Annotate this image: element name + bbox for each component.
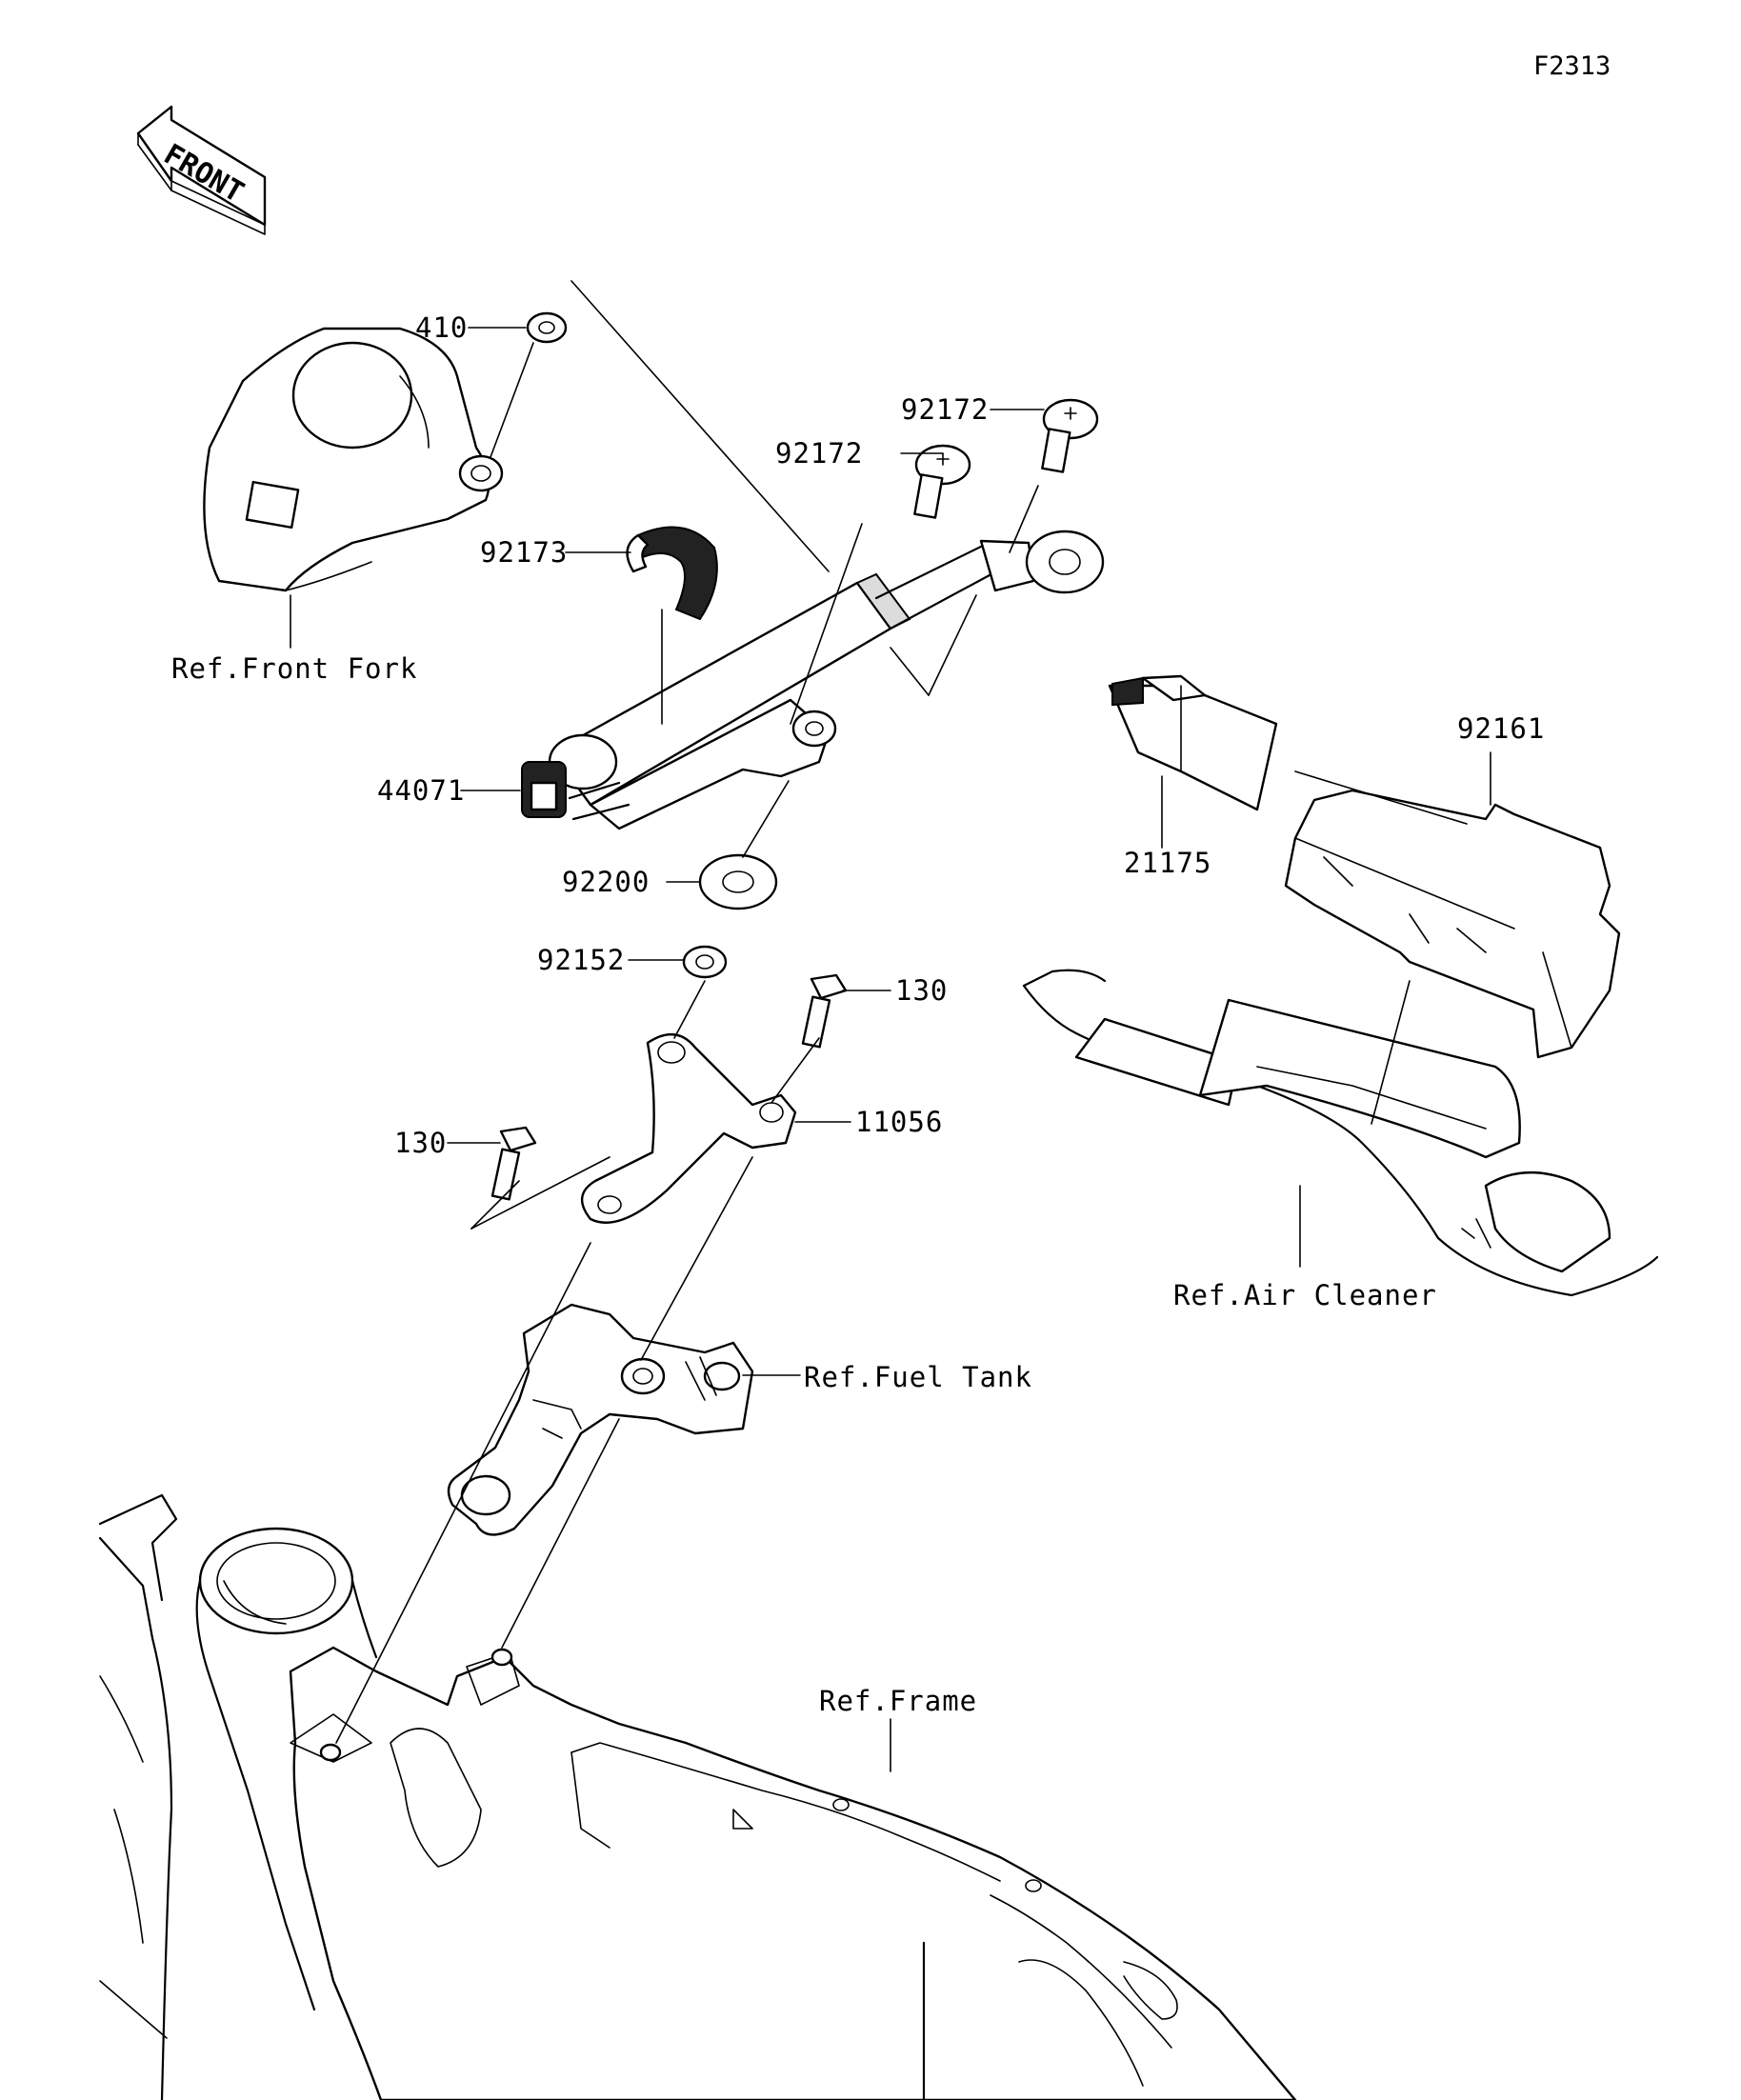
label-92172-top: 92172 <box>901 393 989 426</box>
washer-410 <box>526 311 568 344</box>
module-21175 <box>1108 674 1278 811</box>
label-11056: 11056 <box>855 1106 943 1138</box>
bolt-92172-a <box>913 444 971 519</box>
label-92200: 92200 <box>562 866 650 898</box>
label-44071: 44071 <box>377 774 465 807</box>
ref-air-cleaner: Ref.Air Cleaner <box>1173 1279 1437 1311</box>
bush-92200 <box>698 853 778 910</box>
label-92172: 92172 <box>775 437 863 470</box>
bolt-130-b <box>490 1126 537 1201</box>
ref-front-fork: Ref.Front Fork <box>171 652 417 685</box>
collar-92152 <box>682 945 728 979</box>
label-130-left: 130 <box>394 1127 447 1159</box>
label-92161: 92161 <box>1457 712 1545 745</box>
label-92173: 92173 <box>480 536 568 569</box>
bolt-92172-b <box>1041 398 1099 473</box>
front-fork-clamp <box>203 327 504 592</box>
label-130-right: 130 <box>895 974 948 1007</box>
steering-damper <box>521 530 1105 830</box>
air-cleaner <box>1022 969 1659 1297</box>
label-21175: 21175 <box>1124 847 1211 879</box>
bracket-11056 <box>581 1033 797 1224</box>
diagram-code: F2313 <box>1533 51 1611 81</box>
fuel-tank-bracket <box>447 1303 754 1536</box>
ref-fuel-tank: Ref.Fuel Tank <box>804 1361 1032 1393</box>
clip-92173 <box>626 526 718 621</box>
leader-lines <box>290 280 1491 1772</box>
front-arrow-icon: FRONT <box>136 105 267 235</box>
cover-92161 <box>1284 789 1621 1059</box>
bolt-130-a <box>801 973 848 1049</box>
frame <box>98 1493 1297 2100</box>
ref-frame: Ref.Frame <box>819 1685 977 1717</box>
label-92152: 92152 <box>537 944 625 976</box>
label-410: 410 <box>415 311 468 344</box>
